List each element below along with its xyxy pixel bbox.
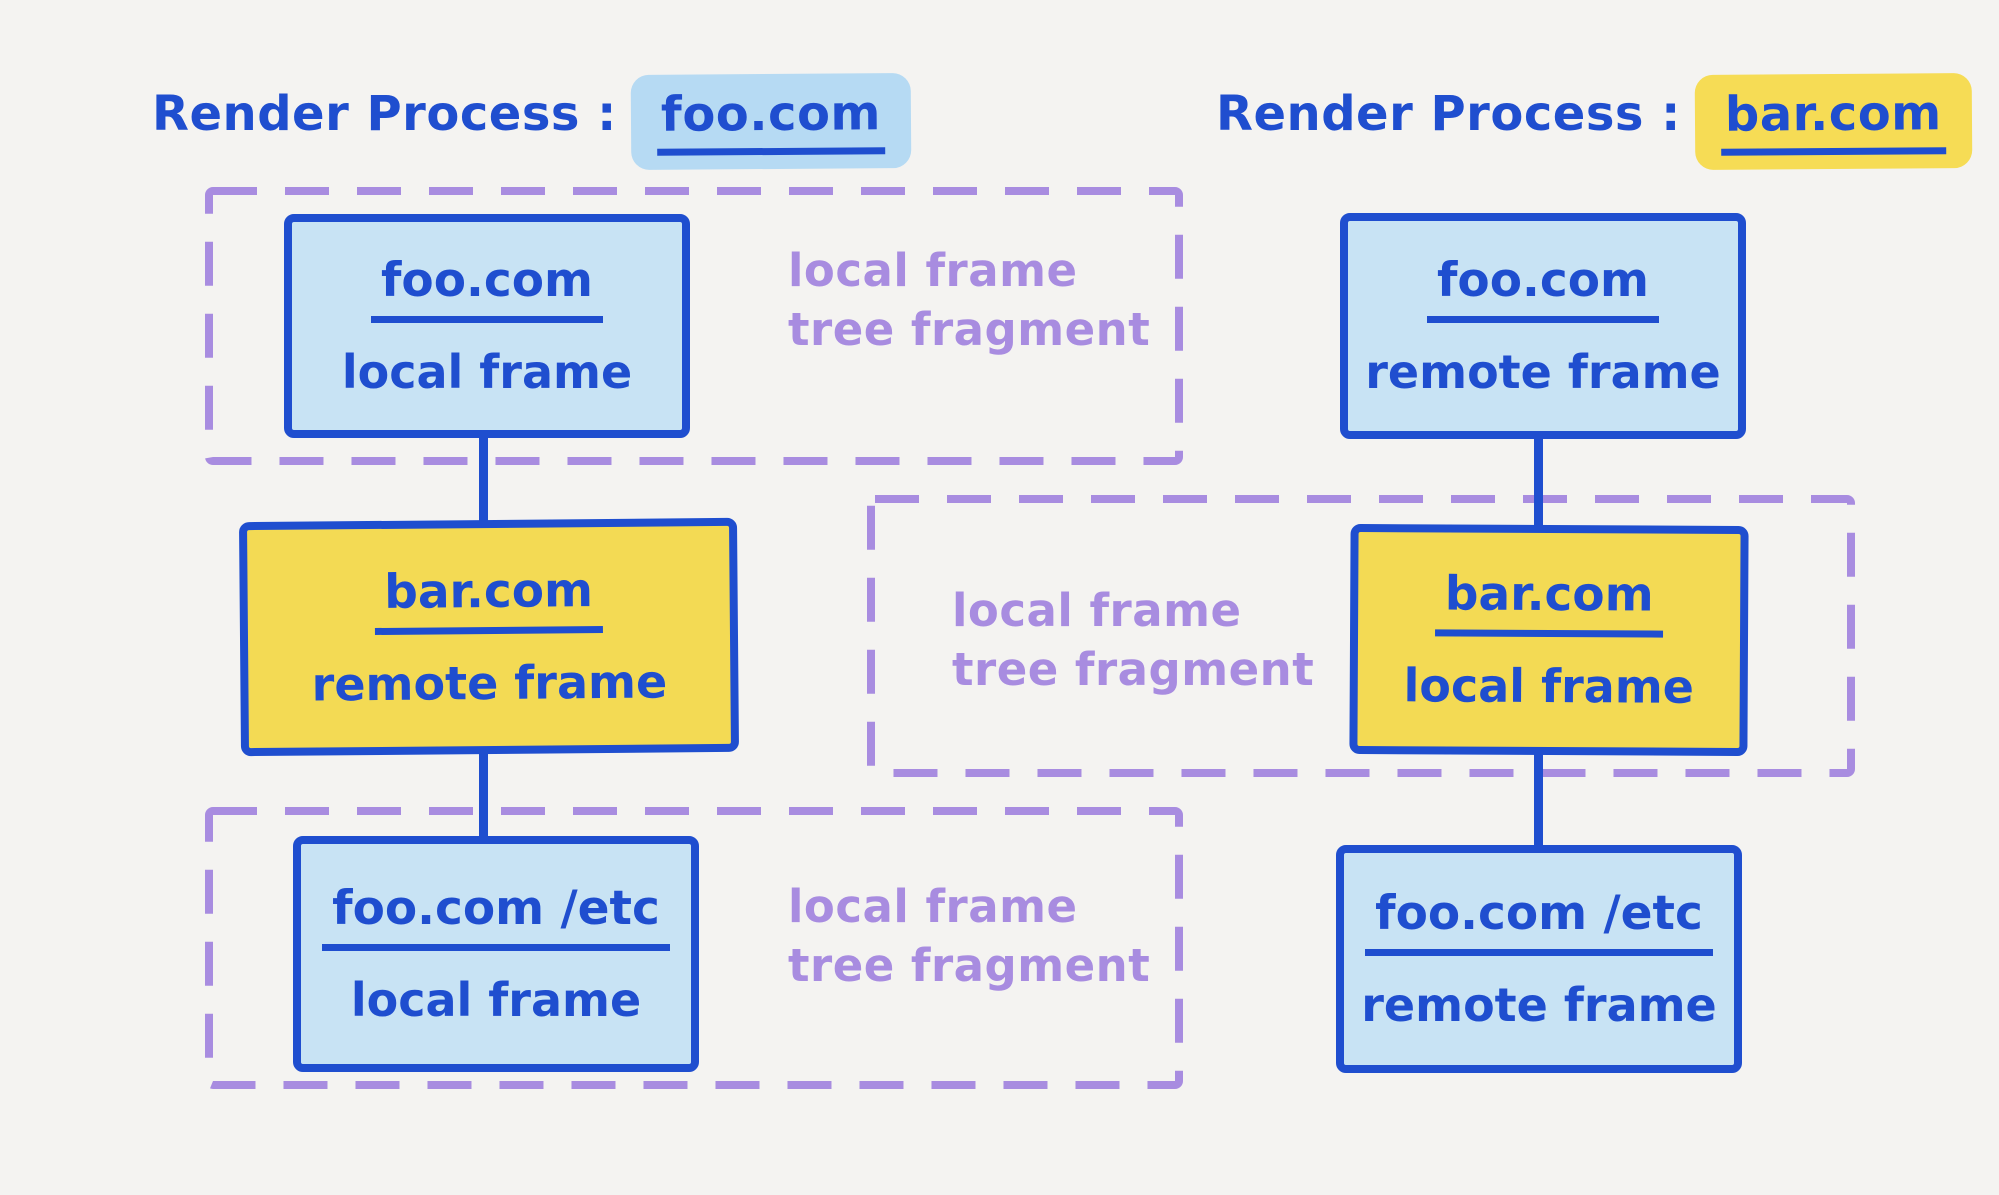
render-process-title-foo: Render Process : foo.com [152,73,912,170]
frame-type: local frame [1403,658,1695,714]
frame-type: remote frame [1365,345,1721,399]
fragment-label-line2: tree fragment [788,302,1151,356]
fragment-label: local frame tree fragment [788,242,1150,359]
frame-domain: foo.com /etc [322,881,670,951]
frame-domain: bar.com [373,563,604,635]
fragment-label-line2: tree fragment [788,938,1151,992]
dashed-border [205,187,1183,465]
frame-node-foo-remote: foo.com remote frame [1340,213,1746,439]
frame-node-foo-etc-local: foo.com /etc local frame [293,836,699,1072]
fragment-label-line1: local frame [788,880,1078,933]
frame-domain: foo.com [1426,253,1659,323]
fragment-label-line1: local frame [788,244,1078,297]
title-prefix: Render Process : [152,86,617,142]
frame-type: local frame [341,345,633,399]
frame-type: remote frame [311,654,668,712]
title-domain: bar.com [1720,85,1946,156]
render-process-title-bar: Render Process : bar.com [1216,73,1972,170]
tree-edge [1534,434,1543,530]
fragment-label: local frame tree fragment [952,582,1314,699]
bar-domain-highlight: bar.com [1694,73,1972,170]
foo-domain-highlight: foo.com [630,73,912,170]
dashed-border [867,495,1855,777]
tree-edge [1534,748,1543,850]
frame-node-foo-etc-remote: foo.com /etc remote frame [1336,845,1742,1073]
frame-node-bar-local: bar.com local frame [1349,523,1749,757]
frame-domain: foo.com /etc [1365,886,1713,956]
frame-domain: foo.com [370,253,603,323]
local-frame-tree-fragment-box: local frame tree fragment [866,494,1856,778]
frame-type: remote frame [1361,978,1717,1032]
tree-edge [479,434,488,526]
title-prefix: Render Process : [1216,86,1681,142]
title-domain: foo.com [656,85,886,156]
tree-edge [479,748,488,842]
fragment-label: local frame tree fragment [788,878,1150,995]
local-frame-tree-fragment-box: local frame tree fragment [204,186,1184,466]
frame-node-foo-local: foo.com local frame [284,214,690,438]
frame-node-bar-remote: bar.com remote frame [238,517,740,757]
frame-type: local frame [350,973,642,1027]
frame-domain: bar.com [1434,566,1664,638]
dashed-border [205,807,1183,1089]
fragment-label-line2: tree fragment [952,642,1315,696]
local-frame-tree-fragment-box: local frame tree fragment [204,806,1184,1090]
fragment-label-line1: local frame [952,584,1242,637]
